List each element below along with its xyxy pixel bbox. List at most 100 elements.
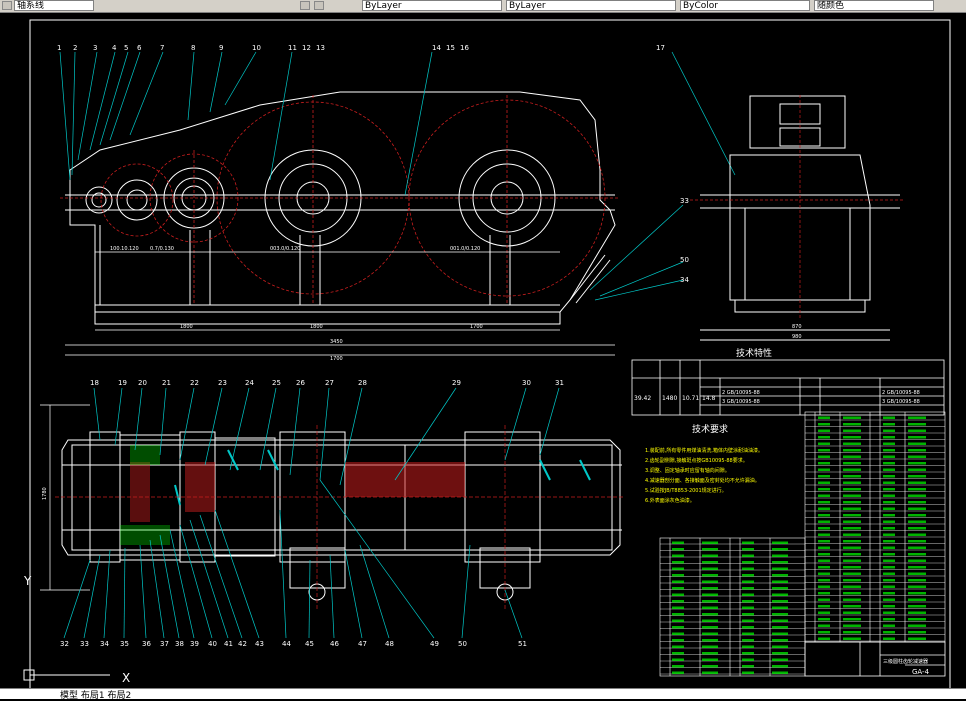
- balloon-6: 6: [137, 44, 142, 52]
- color-dropdown[interactable]: ByLayer: [362, 0, 502, 11]
- bom-cell-text: [908, 507, 926, 510]
- bom-left: [659, 537, 806, 677]
- bom-cell-text: [702, 593, 718, 596]
- bom-cell-text: [672, 606, 684, 609]
- balloon-bottom-42: 42: [238, 640, 247, 648]
- side-view-red: [690, 95, 905, 320]
- plan-view: [61, 431, 622, 601]
- bom-cell-text: [883, 514, 895, 517]
- bom-cell-text: [818, 572, 830, 575]
- bom-cell-text: [742, 593, 754, 596]
- bom-cell-text: [883, 475, 895, 478]
- tech-char-total: 14.8: [702, 395, 716, 402]
- bom-cell-text: [742, 613, 754, 616]
- leader-line: [319, 479, 435, 639]
- bom-cell-text: [818, 611, 830, 614]
- balloon-bottom-35: 35: [120, 640, 129, 648]
- bom-cell-text: [843, 533, 861, 536]
- bom-cell-text: [883, 455, 895, 458]
- bom-cell-text: [908, 631, 926, 634]
- bom-cell-text: [772, 593, 788, 596]
- bom-cell-text: [843, 624, 861, 627]
- bom-cell-text: [672, 639, 684, 642]
- leader-line: [199, 514, 243, 639]
- layer-dropdown[interactable]: 轴系线: [14, 0, 94, 11]
- title-block-code: GA-4: [912, 668, 930, 676]
- bom-cell-text: [883, 618, 895, 621]
- bom-cell-text: [702, 600, 718, 603]
- svg-text:1800: 1800: [180, 324, 193, 330]
- bom-cell-text: [818, 514, 830, 517]
- bom-cell-text: [843, 527, 861, 530]
- bom-cell-text: [672, 632, 684, 635]
- layer-previous-icon[interactable]: [314, 1, 324, 10]
- front-view: [65, 91, 616, 325]
- bom-cell-text: [742, 548, 754, 551]
- bom-text-fill: [672, 416, 926, 674]
- balloon-17: 17: [656, 44, 665, 52]
- bom-cell-text: [908, 592, 926, 595]
- layer-manager-icon[interactable]: [300, 1, 310, 10]
- bom-cell-text: [702, 665, 718, 668]
- balloon-bottom-41: 41: [224, 640, 233, 648]
- bom-cell-text: [772, 613, 788, 616]
- layout-tabs[interactable]: 模型 布局1 布局2: [60, 691, 132, 701]
- balloon-bottom-39: 39: [190, 640, 199, 648]
- bom-cell-text: [742, 632, 754, 635]
- balloon-14: 14: [432, 44, 441, 52]
- bom-cell-text: [742, 626, 754, 629]
- bom-cell-text: [772, 554, 788, 557]
- bom-cell-text: [702, 567, 718, 570]
- bom-cell-text: [702, 626, 718, 629]
- balloon-bottom-20: 20: [138, 379, 147, 387]
- bom-cell-text: [908, 540, 926, 543]
- bom-cell-text: [672, 574, 684, 577]
- bom-cell-text: [883, 488, 895, 491]
- linetype-dropdown[interactable]: ByLayer: [506, 0, 676, 11]
- tech-req-line-3: 3.调整、固定轴承时应留有轴向间隙。: [645, 467, 730, 474]
- balloon-bottom-38: 38: [175, 640, 184, 648]
- bom-cell-text: [883, 442, 895, 445]
- bom-cell-text: [908, 566, 926, 569]
- bom-cell-text: [702, 671, 718, 674]
- balloon-bottom-21: 21: [162, 379, 171, 387]
- bom-cell-text: [818, 540, 830, 543]
- bom-cell-text: [843, 416, 861, 419]
- bom-cell-text: [772, 580, 788, 583]
- bom-cell-text: [818, 618, 830, 621]
- tech-req-line-6: 6.外表面涂灰色油漆。: [645, 497, 695, 504]
- svg-text:X: X: [122, 671, 130, 685]
- plotstyle-dropdown[interactable]: 随颜色: [814, 0, 934, 11]
- balloon-bottom-18: 18: [90, 379, 99, 387]
- bom-cell-text: [702, 658, 718, 661]
- bom-cell-text: [843, 455, 861, 458]
- bom-cell-text: [908, 527, 926, 530]
- bom-cell-text: [843, 501, 861, 504]
- leader-line: [93, 387, 101, 441]
- bom-cell-text: [818, 507, 830, 510]
- bom-cell-text: [883, 494, 895, 497]
- bom-cell-text: [843, 579, 861, 582]
- balloon-bottom-47: 47: [358, 640, 367, 648]
- bom-cell-text: [672, 561, 684, 564]
- tech-req-title: 技术要求: [692, 423, 728, 435]
- bom-cell-text: [883, 533, 895, 536]
- bom-cell-text: [843, 540, 861, 543]
- balloon-4: 4: [112, 44, 117, 52]
- bom-cell-text: [818, 520, 830, 523]
- bom-cell-text: [883, 462, 895, 465]
- bom-cell-text: [883, 423, 895, 426]
- drawing-canvas[interactable]: 1800 1800 1700 3450 1700 100.10.120 0.7/…: [0, 12, 966, 698]
- leader-line: [134, 387, 143, 451]
- bom-cell-text: [772, 652, 788, 655]
- bom-cell-text: [742, 671, 754, 674]
- bom-cell-text: [883, 579, 895, 582]
- leader-line: [461, 544, 471, 639]
- leader-line: [214, 509, 260, 639]
- balloon-bottom-33: 33: [80, 640, 89, 648]
- lineweight-dropdown[interactable]: ByColor: [680, 0, 810, 11]
- bom-cell-text: [702, 554, 718, 557]
- bom-cell-text: [742, 600, 754, 603]
- bom-cell-text: [843, 494, 861, 497]
- layer-state-icon[interactable]: [2, 1, 12, 10]
